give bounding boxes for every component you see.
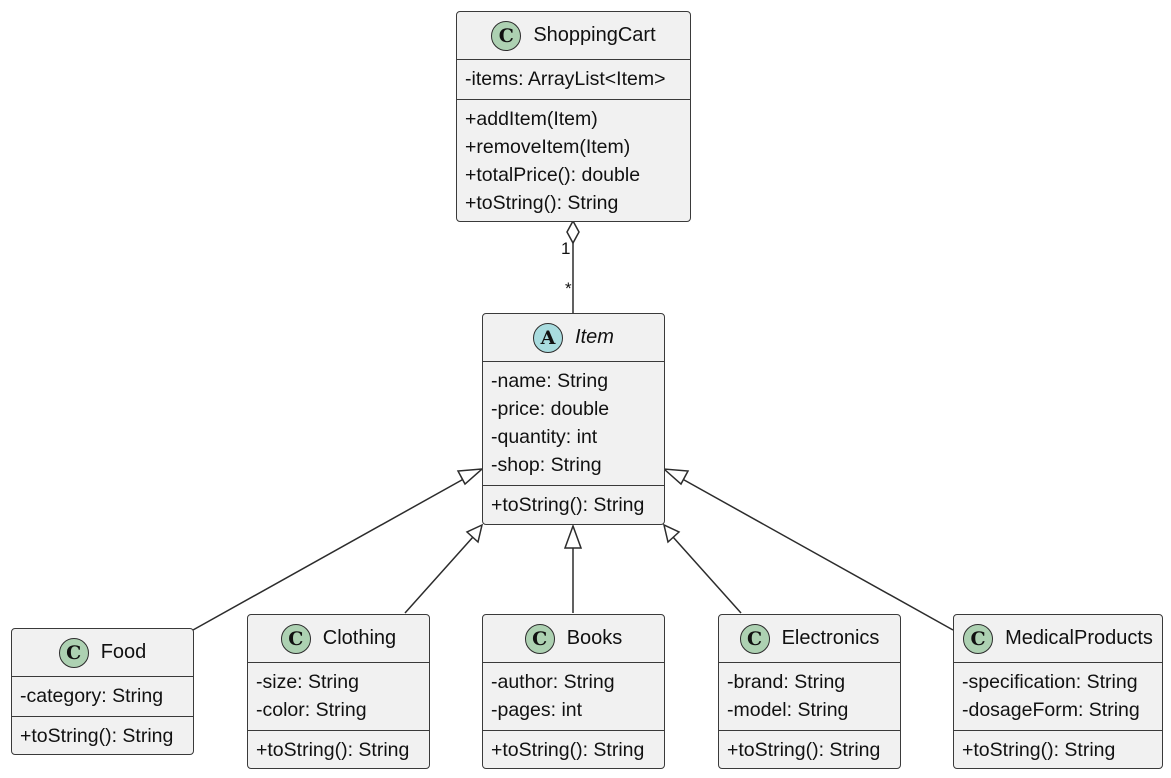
method-row: +toString(): String	[727, 739, 881, 761]
class-header: A Item	[483, 314, 664, 362]
class-methods: +toString(): String	[483, 485, 664, 525]
class-fields: -name: String -price: double -quantity: …	[483, 362, 664, 485]
field-row: -shop: String	[491, 454, 602, 476]
class-name: ShoppingCart	[533, 24, 656, 46]
class-name: Item	[575, 326, 614, 348]
method-row: +toString(): String	[491, 739, 645, 761]
class-header: C Food	[12, 629, 193, 677]
class-fields: -category: String	[12, 677, 193, 716]
class-fields: -brand: String -model: String	[719, 663, 900, 730]
class-fields: -specification: String -dosageForm: Stri…	[954, 663, 1162, 730]
generalization-food	[192, 475, 470, 631]
class-fields: -items: ArrayList<Item>	[457, 60, 690, 99]
field-row: -brand: String	[727, 671, 846, 693]
method-row: +addItem(Item)	[465, 108, 598, 130]
class-fields: -size: String -color: String	[248, 663, 429, 730]
field-row: -price: double	[491, 398, 610, 420]
class-name: Books	[566, 627, 623, 649]
class-clothing[interactable]: C Clothing -size: String -color: String …	[247, 614, 430, 769]
class-header: C ShoppingCart	[457, 12, 690, 60]
method-row: +removeItem(Item)	[465, 136, 631, 158]
class-name: Clothing	[322, 627, 397, 649]
method-row: +toString(): String	[962, 739, 1116, 761]
class-methods: +toString(): String	[954, 730, 1162, 770]
generalization-electronics	[672, 536, 742, 614]
field-row: -color: String	[256, 699, 367, 721]
abstract-stereotype-icon: A	[533, 322, 564, 353]
method-row: +totalPrice(): double	[465, 164, 641, 186]
class-medicalproducts[interactable]: C MedicalProducts -specification: String…	[953, 614, 1163, 769]
generalization-clothing	[404, 536, 474, 614]
generalization-food-arrow	[456, 468, 485, 486]
class-name: MedicalProducts	[1005, 627, 1153, 649]
multiplicity-cart-end: 1	[561, 239, 571, 258]
class-item[interactable]: A Item -name: String -price: double -qua…	[482, 313, 665, 525]
multiplicity-item-end: *	[565, 279, 572, 298]
class-food[interactable]: C Food -category: String +toString(): St…	[11, 628, 194, 755]
class-header: C Books	[483, 615, 664, 663]
field-row: -author: String	[491, 671, 615, 693]
method-row: +toString(): String	[465, 192, 619, 214]
generalization-books-arrow	[563, 523, 583, 549]
class-name: Electronics	[781, 627, 880, 649]
aggregation-diamond	[566, 219, 580, 245]
field-row: -specification: String	[962, 671, 1138, 693]
generalization-electronics-arrow	[662, 523, 681, 544]
class-shoppingcart[interactable]: C ShoppingCart -items: ArrayList<Item> +…	[456, 11, 691, 222]
class-header: C MedicalProducts	[954, 615, 1162, 663]
class-header: C Electronics	[719, 615, 900, 663]
class-methods: +toString(): String	[248, 730, 429, 770]
generalization-medicalproducts	[676, 475, 954, 631]
class-electronics[interactable]: C Electronics -brand: String -model: Str…	[718, 614, 901, 769]
field-row: -quantity: int	[491, 426, 598, 448]
field-row: -name: String	[491, 370, 609, 392]
class-stereotype-icon: C	[280, 623, 311, 654]
class-header: C Clothing	[248, 615, 429, 663]
field-row: -model: String	[727, 699, 849, 721]
field-row: -pages: int	[491, 699, 583, 721]
class-stereotype-icon: C	[491, 20, 522, 51]
generalization-medicalproducts-arrow	[661, 468, 690, 486]
method-row: +toString(): String	[491, 494, 645, 516]
class-methods: +toString(): String	[719, 730, 900, 770]
class-methods: +addItem(Item) +removeItem(Item) +totalP…	[457, 99, 690, 223]
class-stereotype-icon: C	[963, 623, 994, 654]
class-name: Food	[100, 641, 147, 663]
field-row: -dosageForm: String	[962, 699, 1140, 721]
class-methods: +toString(): String	[12, 716, 193, 756]
method-row: +toString(): String	[20, 725, 174, 747]
class-methods: +toString(): String	[483, 730, 664, 770]
class-stereotype-icon: C	[739, 623, 770, 654]
field-row: -size: String	[256, 671, 359, 693]
class-books[interactable]: C Books -author: String -pages: int +toS…	[482, 614, 665, 769]
class-stereotype-icon: C	[58, 637, 89, 668]
field-row: -category: String	[20, 685, 164, 707]
field-row: -items: ArrayList<Item>	[465, 68, 666, 90]
class-fields: -author: String -pages: int	[483, 663, 664, 730]
generalization-clothing-arrow	[465, 523, 484, 544]
class-stereotype-icon: C	[524, 623, 555, 654]
method-row: +toString(): String	[256, 739, 410, 761]
